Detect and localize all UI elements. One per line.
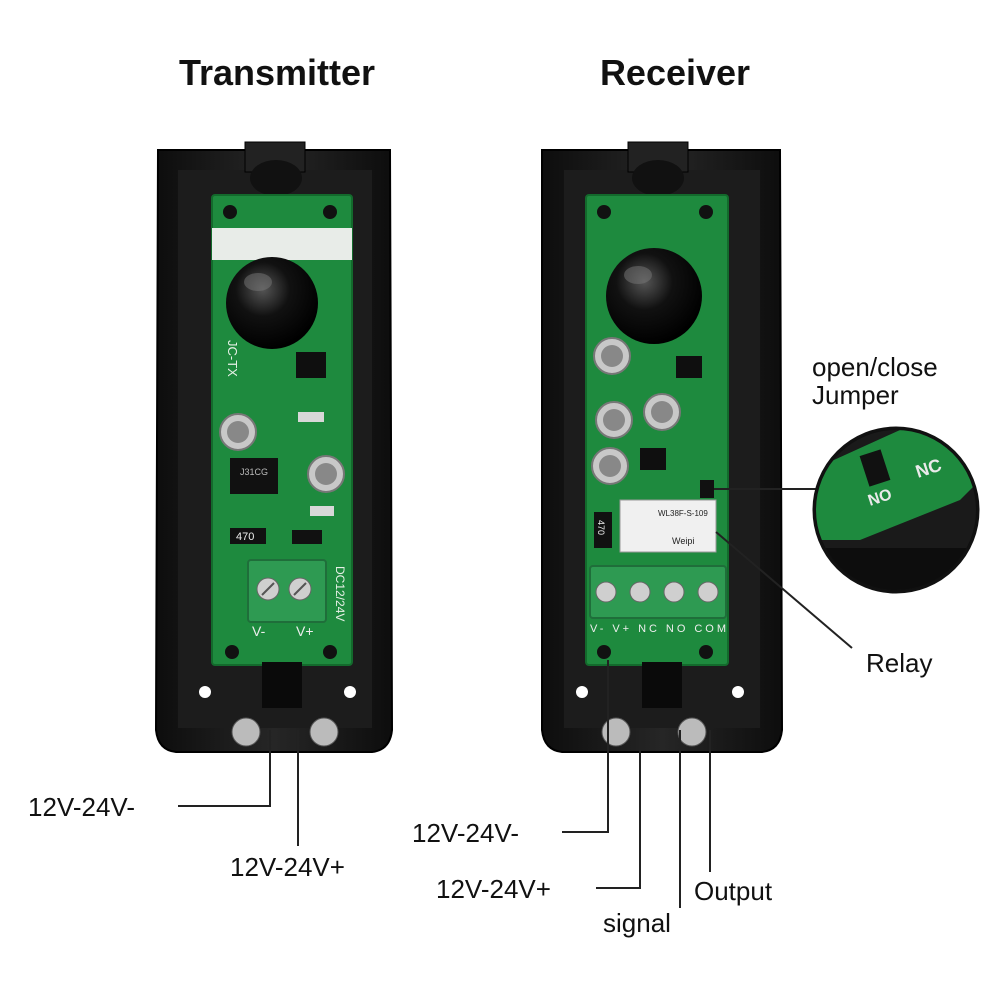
receiver-terminal-block — [589, 565, 727, 619]
transmitter-terminal-slot — [293, 582, 307, 596]
receiver-terminal-screw-icon — [629, 581, 651, 603]
transmitter-lens-icon — [226, 257, 318, 349]
jumper-inset: NC NO — [812, 426, 980, 594]
transmitter-screw-icon — [225, 645, 239, 659]
jumper-label-line1: open/close — [812, 352, 938, 382]
receiver-relay — [619, 499, 717, 553]
transmitter-mount-hole — [199, 686, 211, 698]
receiver-screw-icon — [597, 205, 611, 219]
receiver-wire-screw-icon — [601, 717, 631, 747]
transmitter-terminal-slot — [261, 582, 275, 596]
receiver-ic-chip — [676, 356, 702, 378]
receiver-lens-highlight — [624, 266, 652, 284]
transmitter-wire-screw-icon — [309, 717, 339, 747]
receiver-mount-hole — [576, 686, 588, 698]
transmitter-terminal-block — [247, 559, 327, 623]
transmitter-cable-gland — [262, 662, 302, 708]
receiver-capacitor-top — [601, 345, 623, 367]
jumper-inset-pcb — [816, 430, 976, 540]
transmitter-capacitor-top — [315, 463, 337, 485]
transmitter-model-text: JC-TX — [225, 340, 240, 377]
receiver-resistor-text: 470 — [596, 520, 606, 535]
relay-label: Relay — [866, 648, 933, 678]
receiver-ic-chip — [640, 448, 666, 470]
transmitter-pcb-white-strip — [212, 228, 352, 260]
transmitter-resistor — [230, 528, 266, 544]
receiver-mount-hole — [732, 686, 744, 698]
receiver-lens-icon — [606, 248, 702, 344]
jumper-inset-connector — [859, 449, 891, 487]
transmitter-terminal-minus: V- — [252, 623, 266, 639]
receiver-top-lens-mount — [632, 160, 684, 196]
receiver-output-label: Output — [694, 876, 773, 906]
transmitter-unit: JC-TX J31CG 470 DC12/24V V- V+ — [154, 141, 394, 846]
transmitter-diode — [310, 506, 334, 516]
receiver-terminal-screw-icon — [663, 581, 685, 603]
transmitter-regulator — [230, 458, 278, 494]
jumper-label-line2: Jumper — [812, 380, 899, 410]
transmitter-diode — [292, 530, 322, 544]
transmitter-ic-chip — [296, 352, 326, 378]
receiver-minus-label: 12V-24V- — [412, 818, 519, 848]
receiver-wire-screw-icon — [677, 717, 707, 747]
receiver-screw-icon — [597, 645, 611, 659]
transmitter-capacitor-top — [227, 421, 249, 443]
relay-pointer-line — [715, 531, 853, 649]
receiver-capacitor-top — [603, 409, 625, 431]
transmitter-minus-label: 12V-24V- — [28, 792, 135, 822]
receiver-screw-icon — [699, 205, 713, 219]
receiver-signal-label: signal — [603, 908, 671, 938]
transmitter-top-lens-mount — [250, 160, 302, 196]
receiver-jumper — [700, 480, 714, 498]
transmitter-lens-highlight — [244, 273, 272, 291]
receiver-terminal-screw-icon — [595, 581, 617, 603]
receiver-unit: WL38F-S-109 Weipi 470 V- V+ NC NO COM — [541, 141, 853, 908]
transmitter-regulator-text: J31CG — [240, 467, 268, 477]
transmitter-screw-icon — [223, 205, 237, 219]
transmitter-resistor-text: 470 — [236, 531, 254, 543]
receiver-cable-gland — [642, 662, 682, 708]
transmitter-screw-icon — [323, 645, 337, 659]
jumper-inset-no: NO — [866, 486, 894, 510]
receiver-wire-plus-line — [596, 730, 641, 889]
transmitter-plus-label: 12V-24V+ — [230, 852, 345, 882]
transmitter-wire-minus-line — [178, 730, 271, 807]
transmitter-terminal-plus: V+ — [296, 623, 314, 639]
receiver-wire-minus-line — [562, 660, 609, 833]
transmitter-terminal-rating: DC12/24V — [333, 566, 347, 621]
receiver-terminal-screw-icon — [697, 581, 719, 603]
transmitter-wire-screw-icon — [231, 717, 261, 747]
receiver-resistor — [594, 512, 612, 548]
transmitter-mount-hole — [344, 686, 356, 698]
transmitter-title: Transmitter — [178, 52, 376, 93]
receiver-relay-brand: Weipi — [672, 536, 694, 546]
receiver-capacitor-top — [599, 455, 621, 477]
receiver-screw-icon — [699, 645, 713, 659]
receiver-title: Receiver — [599, 52, 751, 93]
receiver-capacitor-top — [651, 401, 673, 423]
receiver-relay-model: WL38F-S-109 — [658, 509, 708, 518]
transmitter-screw-icon — [323, 205, 337, 219]
transmitter-diode — [298, 412, 324, 422]
receiver-plus-label: 12V-24V+ — [436, 874, 551, 904]
